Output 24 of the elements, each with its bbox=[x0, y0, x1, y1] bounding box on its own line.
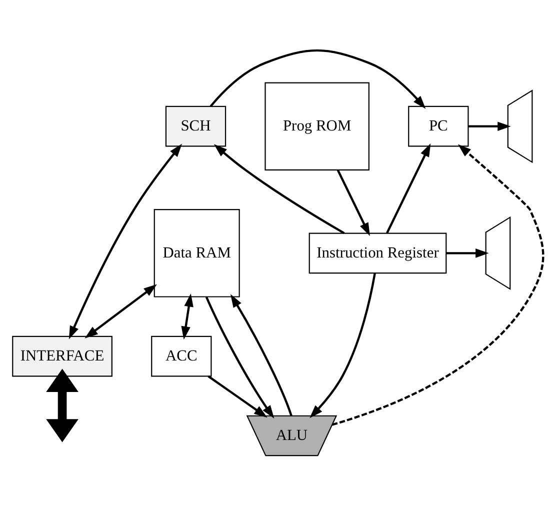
arrow bbox=[310, 273, 376, 418]
arrow bbox=[336, 170, 370, 236]
arrow bbox=[46, 368, 78, 442]
arrow bbox=[446, 248, 489, 258]
arrow bbox=[210, 49, 426, 109]
node-box: PC bbox=[408, 106, 469, 147]
node-box: Instruction Register bbox=[308, 232, 447, 274]
arrow bbox=[68, 144, 182, 340]
node-trapezoid bbox=[507, 90, 533, 164]
arrow bbox=[208, 375, 268, 418]
arrow bbox=[386, 143, 431, 234]
node-trapezoid bbox=[485, 216, 511, 290]
arrow bbox=[468, 122, 511, 131]
arrow bbox=[214, 144, 345, 234]
arrow bbox=[181, 294, 194, 340]
node-box: Data RAM bbox=[154, 209, 240, 298]
arrow bbox=[84, 284, 157, 338]
node-box: ACC bbox=[151, 336, 212, 377]
arrow bbox=[205, 296, 274, 419]
node-box: INTERFACE bbox=[12, 336, 112, 377]
arrow bbox=[230, 294, 292, 416]
node-box: SCH bbox=[165, 106, 226, 147]
node-box: Prog ROM bbox=[264, 82, 370, 170]
arrow bbox=[332, 144, 544, 426]
